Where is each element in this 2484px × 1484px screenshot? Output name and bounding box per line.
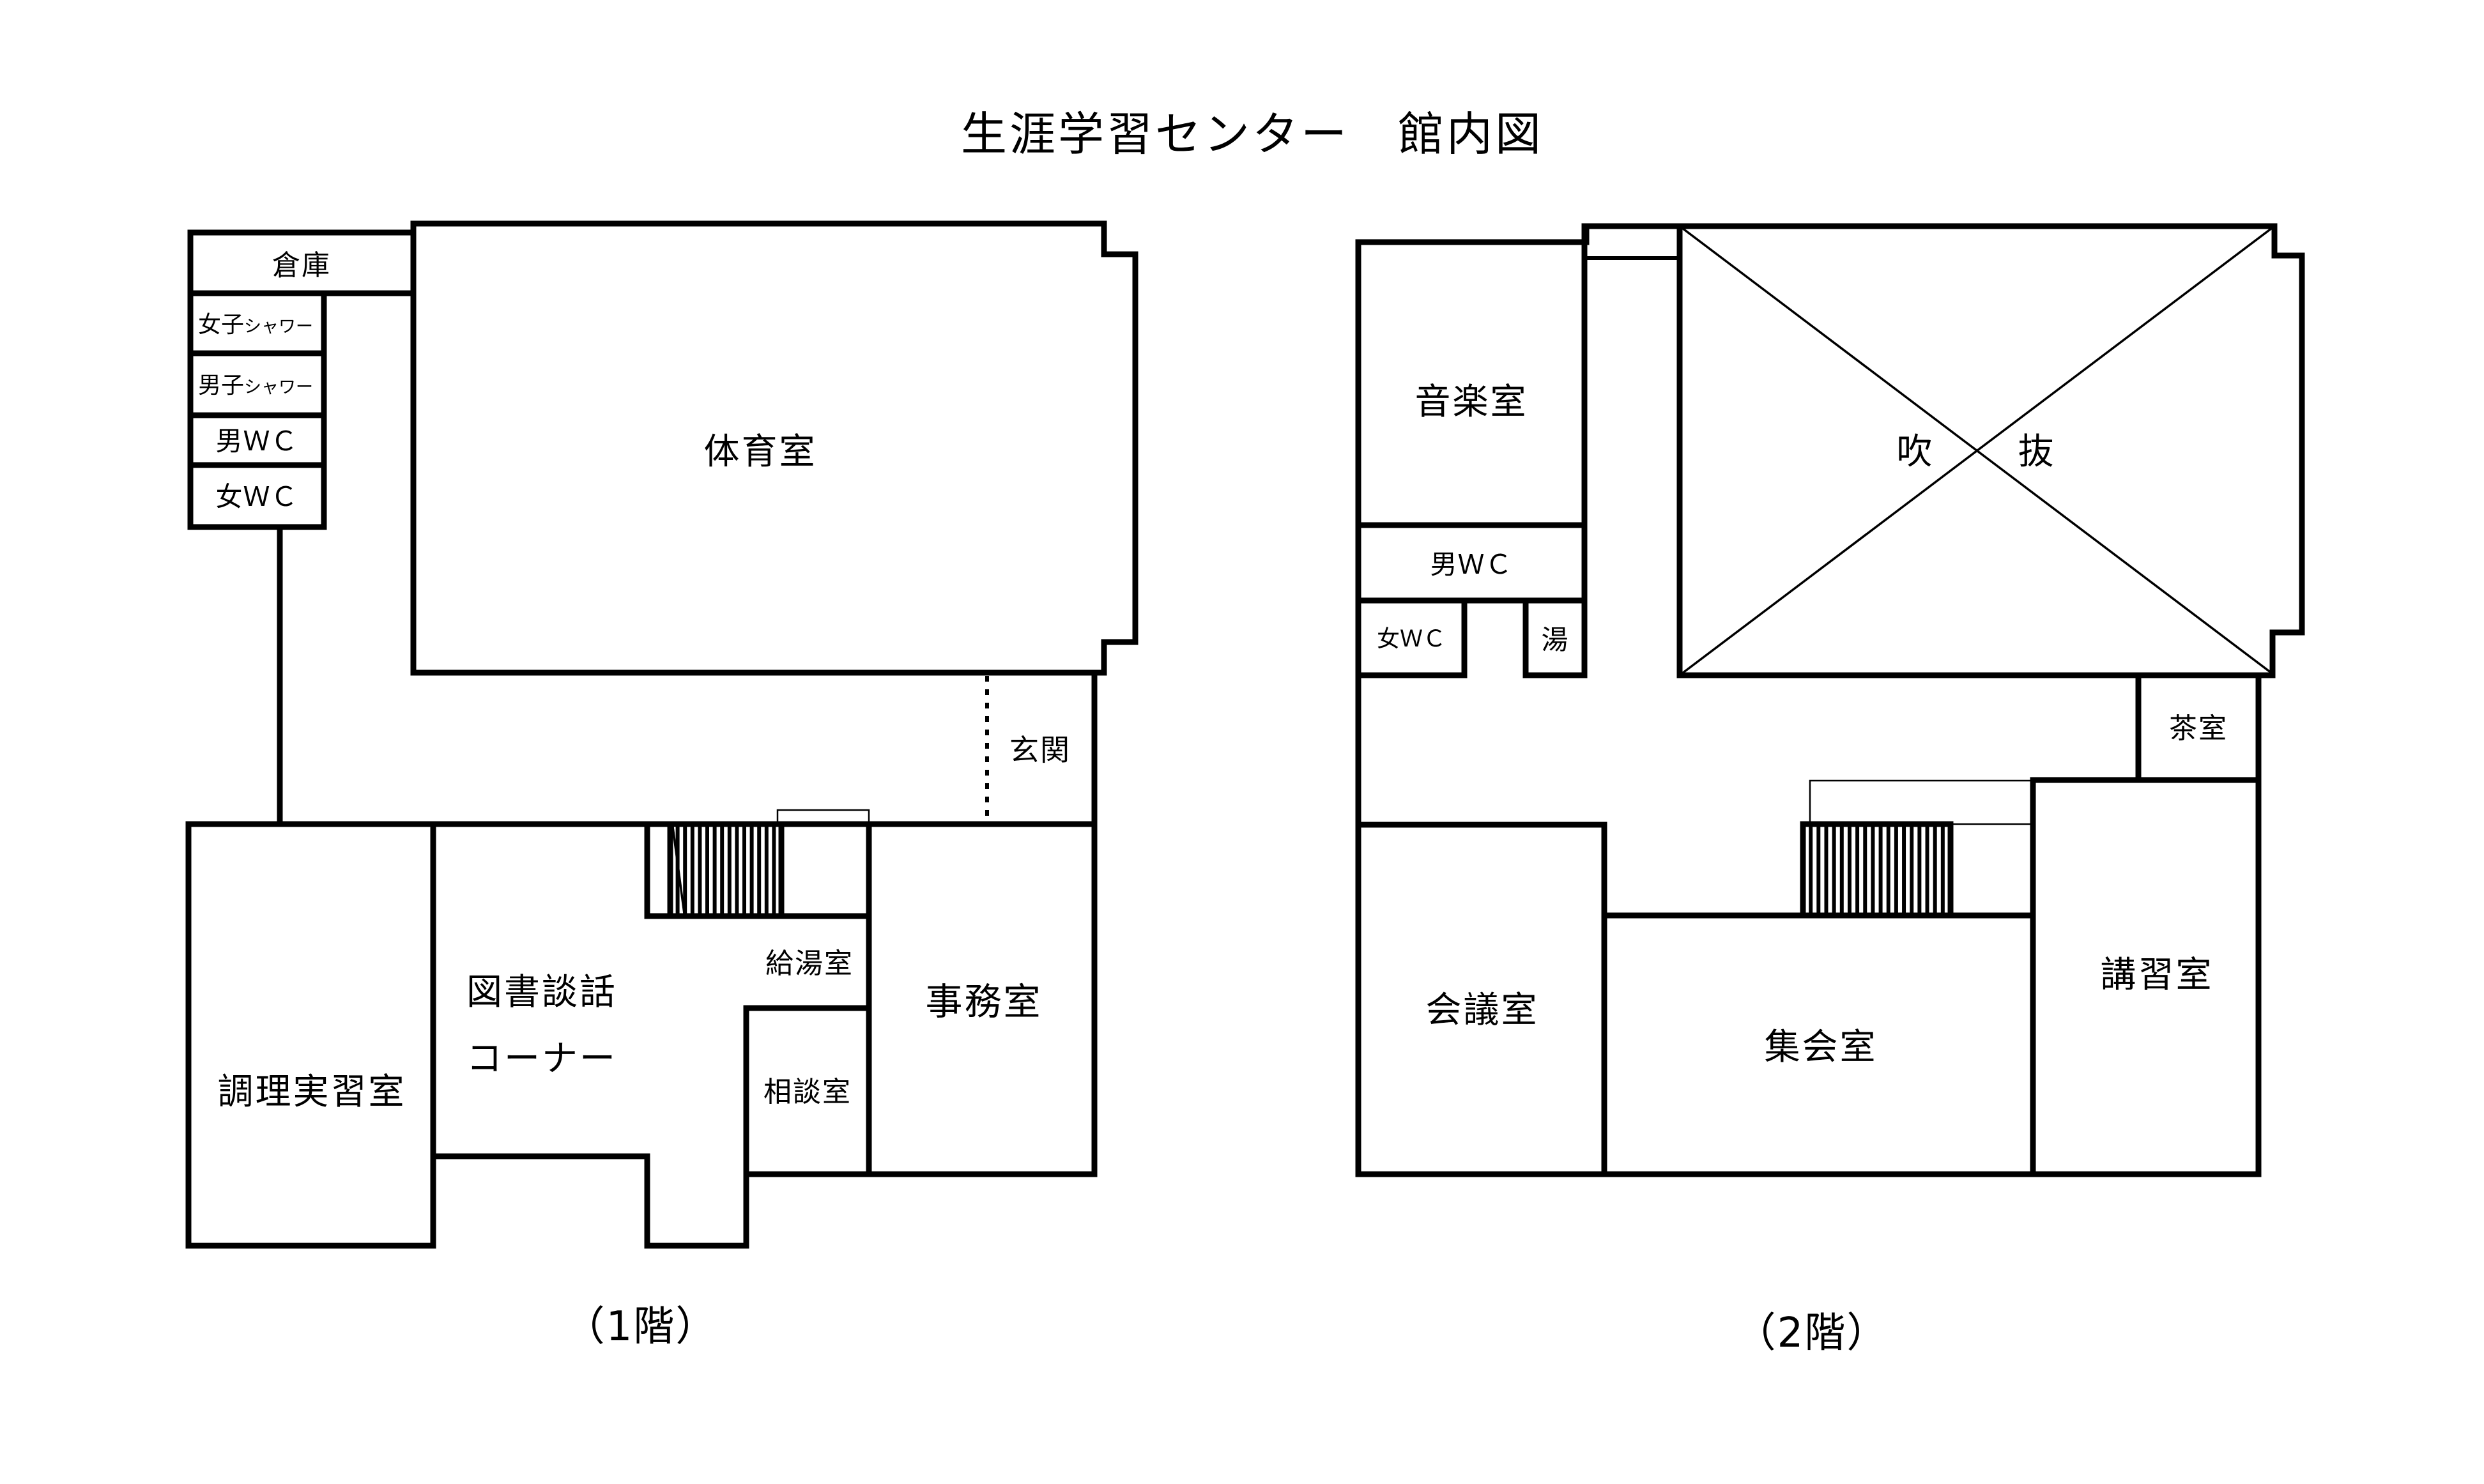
- room-label-genkan: 玄関: [1009, 733, 1071, 767]
- stairs-outline: [1800, 821, 1954, 919]
- room-label-koshu: 講習室: [2101, 954, 2214, 996]
- room-label-chouri: 調理実習室: [218, 1071, 406, 1113]
- room-label-chashitsu: 茶室: [2169, 712, 2228, 745]
- room-label-ongaku: 音楽室: [1415, 381, 1528, 423]
- stairs-outline: [667, 821, 785, 919]
- floor1-plan: 倉庫 女子シャワー 男子シャワー 男ＷＣ 女ＷＣ 体育室 玄関 調理実習室 図書…: [185, 220, 1138, 1350]
- atrium-void: [1676, 223, 2276, 678]
- room-label-jimu: 事務室: [925, 980, 1042, 1023]
- room-label-shower-f-sub: シャワー: [244, 317, 313, 337]
- room-label-shower-f-main: 女子: [198, 312, 244, 338]
- stairs-icon: [1800, 779, 2033, 919]
- room-label-fukinuke-right: 抜: [2018, 431, 2056, 473]
- room-label-wc-f-f2: 女ＷＣ: [1377, 626, 1446, 652]
- room-label-wc-m-f2: 男ＷＣ: [1430, 549, 1512, 580]
- stairs-direction-line: [671, 826, 686, 914]
- room-label-shukai: 集会室: [1765, 1027, 1878, 1068]
- floor1-caption: （1階）: [564, 1303, 718, 1350]
- stairs-treads: [1809, 824, 1945, 915]
- room-label-soudan: 相談室: [763, 1076, 852, 1108]
- room-label-fukinuke-left: 吹: [1897, 431, 1935, 473]
- room-label-shower-m: 男子シャワー: [198, 372, 313, 399]
- stairs-treads: [675, 824, 776, 916]
- floor2-caption: （2階）: [1735, 1310, 1889, 1357]
- room-label-shower-m-main: 男子: [198, 372, 244, 399]
- room-label-wc-m-f1: 男ＷＣ: [215, 425, 298, 457]
- stairs-icon: [667, 809, 870, 919]
- floor2-plan: 音楽室 男ＷＣ 女ＷＣ 湯 吹 抜 茶室 会議室 集会室 講習室 （2階）: [1355, 223, 2305, 1357]
- room-label-kaigi: 会議室: [1426, 990, 1539, 1031]
- room-label-shower-f: 女子シャワー: [198, 312, 313, 338]
- room-label-tosho-line2: コーナー: [466, 1038, 617, 1080]
- stairs-landing: [1809, 779, 2033, 824]
- wall-gym-outline: [410, 220, 1138, 676]
- room-label-shower-m-sub: シャワー: [244, 378, 313, 397]
- room-label-tosho-line1: 図書談話: [466, 972, 617, 1013]
- page-title: 生涯学習センター 館内図: [961, 107, 1544, 161]
- atrium-cross-diagonal: [1678, 225, 2276, 677]
- stairs-landing: [776, 809, 870, 825]
- room-label-souko: 倉庫: [272, 249, 331, 282]
- room-label-yu: 湯: [1541, 624, 1568, 655]
- room-label-kyuto: 給湯室: [765, 947, 854, 980]
- room-label-taiiku: 体育室: [704, 431, 817, 473]
- room-label-wc-f-f1: 女ＷＣ: [215, 481, 298, 512]
